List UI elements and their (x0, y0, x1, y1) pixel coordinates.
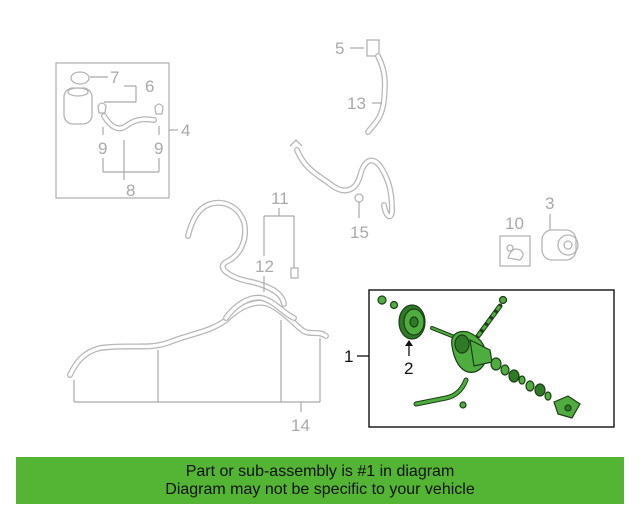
reservoir-cap-shape (70, 71, 90, 85)
pump-assembly-group: 1 2 (344, 289, 615, 428)
callout-2: 2 (404, 359, 413, 378)
return-line-group: 5 13 15 (289, 39, 395, 242)
part-3-shape (541, 229, 577, 261)
callout-14: 14 (291, 416, 310, 435)
banner-line-2: Diagram may not be specific to your vehi… (165, 480, 475, 498)
callout-3: 3 (545, 194, 554, 213)
info-banner: Part or sub-assembly is #1 in diagram Di… (16, 457, 624, 504)
part-10-box (499, 235, 531, 267)
clamp-right-shape (154, 103, 164, 115)
washer-1-shape (377, 295, 387, 305)
callout-9-left: 9 (98, 139, 107, 158)
callout-13: 13 (347, 94, 366, 113)
parts-diagram: 7 6 4 9 9 8 5 13 15 (55, 39, 615, 435)
callout-8: 8 (126, 181, 135, 200)
bracket-5-shape (366, 39, 380, 57)
callout-7: 7 (110, 68, 119, 87)
callout-11: 11 (271, 189, 289, 208)
pressure-line-group: 11 12 14 (67, 189, 329, 435)
misc-parts-group: 10 3 (499, 194, 579, 267)
reservoir-group: 7 6 4 9 9 8 (55, 62, 190, 200)
callout-10: 10 (505, 214, 524, 233)
banner-line-1: Part or sub-assembly is #1 in diagram (185, 462, 455, 480)
callout-12: 12 (255, 257, 274, 276)
clamp-left-shape (97, 102, 107, 114)
callout-4: 4 (181, 121, 190, 140)
callout-1: 1 (344, 347, 353, 366)
pump-assembly-box (368, 289, 615, 428)
callout-9-right: 9 (154, 139, 163, 158)
callout-6: 6 (145, 77, 154, 96)
callout-5: 5 (335, 39, 344, 58)
callout-15: 15 (350, 223, 369, 242)
